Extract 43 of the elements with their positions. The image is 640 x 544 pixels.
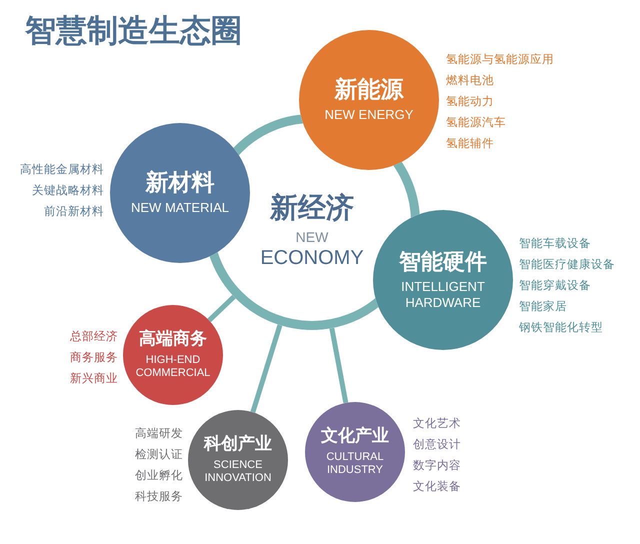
- circle-subtitle: SCIENCE INNOVATION: [204, 458, 272, 485]
- hub-subtitle: ECONOMY: [260, 246, 364, 270]
- circle-subtitle: NEW ENERGY: [324, 107, 414, 124]
- list-item: 商务服务: [70, 350, 118, 364]
- circle-title: 新材料: [146, 170, 214, 196]
- list-item: 创业孵化: [135, 468, 183, 482]
- list-item: 科技服务: [135, 489, 183, 503]
- list-item: 氢能动力: [446, 94, 494, 108]
- circle-subtitle: CULTURAL INDUSTRY: [325, 450, 385, 477]
- list-item: 创意设计: [413, 437, 461, 451]
- list-item: 智能医疗健康设备: [519, 257, 615, 271]
- list-item: 智能家居: [519, 299, 567, 313]
- list-item: 高性能金属材料: [20, 162, 104, 176]
- connector-line: [329, 328, 348, 404]
- list-item: 关键战略材料: [32, 183, 104, 197]
- circle-title: 智能硬件: [399, 250, 487, 276]
- list-item: 氢能源汽车: [446, 115, 506, 129]
- circle-title: 科创产业: [204, 435, 272, 455]
- connector-line: [207, 294, 236, 322]
- circle-title: 文化产业: [321, 427, 389, 447]
- list-item: 氢能辅件: [446, 136, 494, 150]
- circle-subtitle: NEW MATERIAL: [131, 200, 229, 216]
- list-item: 高端研发: [135, 426, 183, 440]
- list-item: 文化艺术: [413, 416, 461, 430]
- circle-title: 高端商务: [139, 330, 207, 350]
- list-item: 总部经济: [70, 329, 118, 343]
- list-item: 智能车载设备: [519, 236, 591, 250]
- list-item: 燃料电池: [446, 73, 494, 87]
- list-item: 钢铁智能化转型: [519, 320, 603, 334]
- list-item: 数字内容: [413, 458, 461, 472]
- circle-subtitle: HIGH-END COMMERCIAL: [134, 354, 212, 380]
- list-item: 检测认证: [135, 447, 183, 461]
- list-item: 文化装备: [413, 479, 461, 493]
- list-item: 新兴商业: [70, 371, 118, 385]
- connector-line: [250, 324, 282, 413]
- circle-title: 新能源: [334, 76, 404, 104]
- page-title: 智慧制造生态圈: [25, 12, 242, 51]
- circle-subtitle: INTELLIGENT HARDWARE: [400, 279, 486, 310]
- hub-subtitle: NEW: [296, 229, 328, 246]
- hub-title: 新经济: [270, 192, 354, 224]
- list-item: 智能穿戴设备: [519, 278, 591, 292]
- list-item: 前沿新材料: [44, 204, 104, 218]
- list-item: 氢能源与氢能源应用: [446, 52, 554, 66]
